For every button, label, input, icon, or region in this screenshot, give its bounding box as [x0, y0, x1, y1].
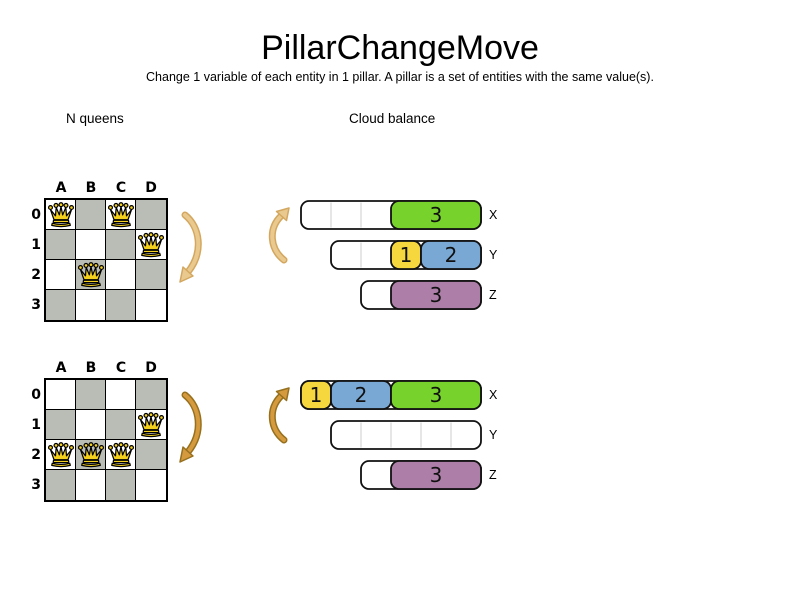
cloud-bar: 3 [360, 280, 482, 310]
board-cell [106, 260, 136, 290]
cloud-bar: 3 [300, 200, 482, 230]
board-cell [46, 230, 76, 260]
board-cell [136, 440, 166, 470]
nqueens-board-before: A B C D 0 1 2 3 [31, 180, 168, 322]
board-cell [106, 470, 136, 500]
queen-icon [137, 412, 165, 438]
page-subtitle: Change 1 variable of each entity in 1 pi… [146, 70, 654, 84]
svg-text:1: 1 [310, 383, 323, 407]
board-cell [106, 410, 136, 440]
board-cell [76, 290, 106, 320]
cloud-bar-label: Z [489, 288, 497, 302]
board-row-label: 3 [31, 297, 41, 313]
board-cell [46, 470, 76, 500]
board-row-label: 2 [31, 447, 41, 463]
cloud-bar: 3 [360, 460, 482, 490]
svg-text:3: 3 [430, 463, 443, 487]
svg-text:2: 2 [355, 383, 368, 407]
svg-text:3: 3 [430, 383, 443, 407]
svg-text:1: 1 [400, 243, 413, 267]
queen-icon [47, 202, 74, 228]
board-column-label: B [85, 180, 97, 196]
board-cell [106, 440, 136, 470]
board-cell [76, 410, 106, 440]
queen-icon [107, 202, 134, 228]
queen-icon [107, 442, 134, 468]
board-cell [46, 380, 76, 410]
board-cell [76, 200, 106, 230]
queen-icon [77, 442, 104, 468]
queen-icon [47, 442, 74, 468]
board-cell [46, 410, 76, 440]
queen-icon [77, 262, 104, 288]
board-cell [136, 380, 166, 410]
board-cell [136, 230, 166, 260]
cloud-bar-label: X [489, 208, 498, 222]
board-row-label: 0 [31, 387, 41, 403]
board-row-label: 1 [31, 417, 41, 433]
nqueens-section-label: N queens [66, 111, 124, 126]
board-column-label: D [145, 360, 157, 376]
board-column-label: C [115, 180, 127, 196]
board-column-label: A [55, 180, 67, 196]
board-cell [46, 200, 76, 230]
move-down-arrow-queens-before-icon [179, 211, 202, 283]
board-cell [136, 260, 166, 290]
board-cell [106, 290, 136, 320]
board-cell [76, 440, 106, 470]
board-column-label: B [85, 360, 97, 376]
board-cell [136, 200, 166, 230]
board-cell [106, 380, 136, 410]
board-column-label: D [145, 180, 157, 196]
cloud-section-label: Cloud balance [349, 111, 436, 126]
board-cell [46, 260, 76, 290]
board-column-label: C [115, 360, 127, 376]
cloud-bar-label: X [489, 388, 498, 402]
board-row-label: 0 [31, 207, 41, 223]
chessboard [44, 198, 168, 322]
cloud-bar [330, 420, 482, 450]
svg-text:3: 3 [430, 203, 443, 227]
svg-text:2: 2 [445, 243, 458, 267]
board-row-label: 2 [31, 267, 41, 283]
board-column-label: A [55, 360, 67, 376]
chessboard [44, 378, 168, 502]
page-title: PillarChangeMove [261, 29, 539, 67]
cloud-bar-label: Y [489, 428, 498, 442]
board-cell [76, 230, 106, 260]
board-cell [136, 410, 166, 440]
nqueens-board-after: A B C D 0 1 2 3 [31, 360, 168, 502]
board-cell [46, 290, 76, 320]
cloud-bar-label: Y [489, 248, 498, 262]
board-row-label: 1 [31, 237, 41, 253]
board-cell [106, 200, 136, 230]
queen-icon [137, 232, 165, 258]
board-cell [76, 260, 106, 290]
board-cell [76, 380, 106, 410]
board-cell [76, 470, 106, 500]
svg-text:3: 3 [430, 283, 443, 307]
board-cell [106, 230, 136, 260]
cloud-bar-label: Z [489, 468, 497, 482]
board-row-label: 3 [31, 477, 41, 493]
move-up-arrow-cloud-after-icon [268, 387, 290, 444]
board-cell [46, 440, 76, 470]
cloud-bar: 1 2 3 [300, 380, 482, 410]
move-down-arrow-queens-after-icon [179, 391, 202, 463]
move-up-arrow-cloud-before-icon [268, 207, 290, 264]
